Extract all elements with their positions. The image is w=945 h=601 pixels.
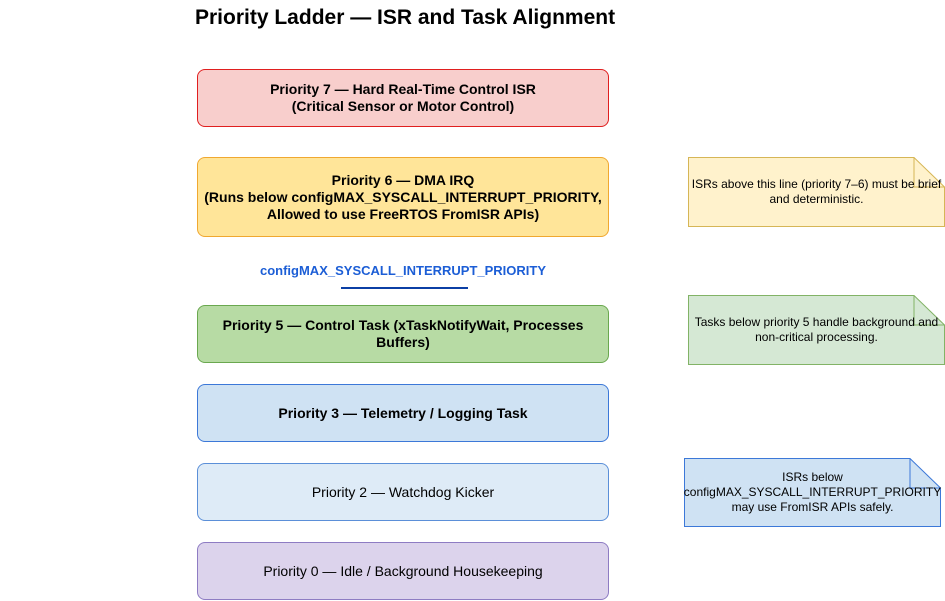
note-2-line-2: non-critical processing.: [755, 330, 878, 344]
note-2-line-1: Tasks below priority 5 handle background…: [694, 315, 939, 329]
note-1-line-1: ISRs above this line (priority 7–6) must…: [691, 177, 942, 191]
note-3-line-3: may use FromISR APIs safely.: [731, 500, 894, 514]
note-1-line-2: and deterministic.: [769, 192, 864, 206]
priority-5-line-1: Priority 5 — Control Task (xTaskNotifyWa…: [222, 317, 584, 333]
diagram-title: Priority Ladder — ISR and Task Alignment: [195, 6, 616, 29]
priority-7-box: Priority 7 — Hard Real-Time Control ISR …: [197, 69, 609, 127]
priority-6-line-1: Priority 6 — DMA IRQ: [331, 171, 475, 188]
priority-6-box: Priority 6 — DMA IRQ (Runs below configM…: [197, 157, 609, 237]
note-tasks-below-priority-5: Tasks below priority 5 handle background…: [688, 295, 945, 365]
syscall-threshold-line: [341, 287, 468, 289]
priority-2-box: Priority 2 — Watchdog Kicker: [197, 463, 609, 521]
syscall-threshold-label: configMAX_SYSCALL_INTERRUPT_PRIORITY: [259, 263, 547, 278]
priority-3-box: Priority 3 — Telemetry / Logging Task: [197, 384, 609, 442]
priority-0-box: Priority 0 — Idle / Background Housekeep…: [197, 542, 609, 600]
priority-6-line-2: (Runs below configMAX_SYSCALL_INTERRUPT_…: [204, 188, 602, 205]
note-shape-3: [684, 458, 941, 527]
priority-2-line-1: Priority 2 — Watchdog Kicker: [311, 483, 495, 500]
note-isr-above-line: ISRs above this line (priority 7–6) must…: [688, 157, 945, 227]
priority-3-line-1: Priority 3 — Telemetry / Logging Task: [278, 404, 528, 421]
note-isr-below-threshold: ISRs below configMAX_SYSCALL_INTERRUPT_P…: [684, 458, 941, 527]
priority-7-line-2: (Critical Sensor or Motor Control): [291, 98, 515, 114]
priority-6-line-3: Allowed to use FreeRTOS FromISR APIs): [266, 205, 540, 222]
note-3-line-2: configMAX_SYSCALL_INTERRUPT_PRIORITY: [683, 485, 942, 499]
priority-5-line-2: Buffers): [376, 334, 430, 350]
note-3-line-1: ISRs below: [782, 470, 843, 484]
priority-7-line-1: Priority 7 — Hard Real-Time Control ISR: [270, 81, 536, 97]
priority-5-box: Priority 5 — Control Task (xTaskNotifyWa…: [197, 305, 609, 363]
priority-0-line-1: Priority 0 — Idle / Background Housekeep…: [263, 562, 543, 579]
